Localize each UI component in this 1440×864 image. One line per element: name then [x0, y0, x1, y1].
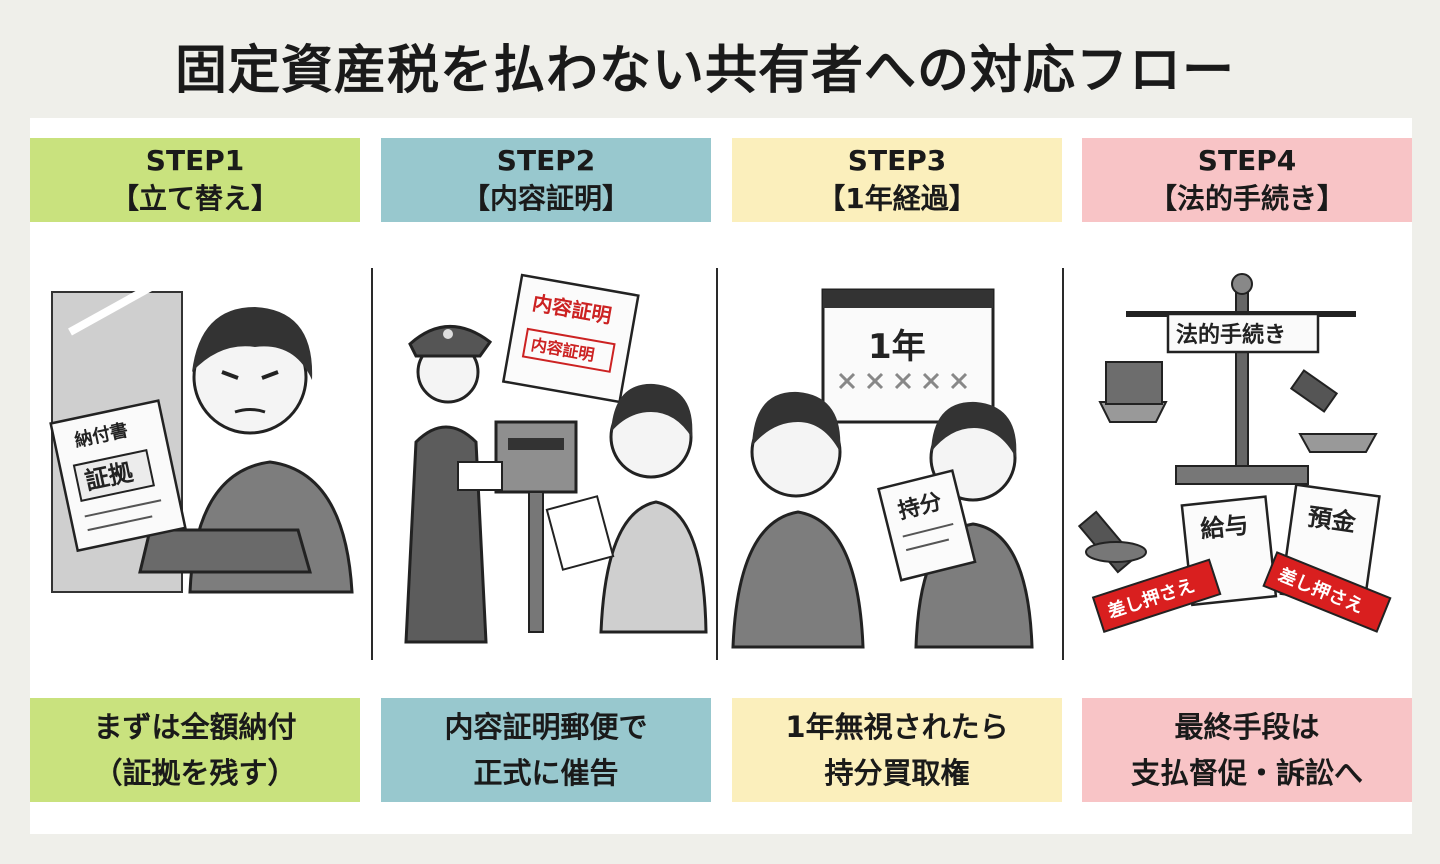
step2-number: STEP2 — [496, 144, 596, 177]
step3-name: 【1年経過】 — [817, 182, 977, 215]
step1-name: 【立て替え】 — [110, 182, 279, 215]
step3-caption-line2: 持分買取権 — [824, 756, 970, 790]
step2-caption: 内容証明郵便で 正式に催告 — [381, 698, 711, 802]
step2-name: 【内容証明】 — [461, 182, 630, 215]
step2-caption-line2: 正式に催告 — [473, 756, 619, 790]
step2-caption-line1: 内容証明郵便で — [444, 710, 648, 744]
step4-caption: 最終手段は 支払督促・訴訟へ — [1082, 698, 1412, 802]
step4-header: STEP4 【法的手続き】 — [1082, 138, 1412, 222]
step4-illustration: 法的手続き 給与 預金 差し押さえ 差し押さえ — [1077, 273, 1392, 633]
step1-caption-line2: （証拠を残す） — [93, 756, 297, 790]
step4-name: 【法的手続き】 — [1148, 182, 1345, 215]
step1-caption: まずは全額納付 （証拠を残す） — [30, 698, 360, 802]
step2-header: STEP2 【内容証明】 — [381, 138, 711, 222]
sign-label: 法的手続き — [1176, 322, 1286, 348]
divider — [716, 268, 718, 660]
step3-illustration: 1年 持分 — [731, 288, 1034, 649]
step3-caption-line1: 1年無視されたら — [785, 710, 1009, 744]
page-title: 固定資産税を払わない共有者への対応フロー — [174, 41, 1235, 101]
step1-header: STEP1 【立て替え】 — [30, 138, 360, 222]
calendar-label: 1年 — [868, 327, 926, 367]
step3-caption: 1年無視されたら 持分買取権 — [732, 698, 1062, 802]
step4-caption-line2: 支払督促・訴訟へ — [1130, 756, 1363, 790]
step4-number: STEP4 — [1197, 144, 1297, 177]
step1-caption-line1: まずは全額納付 — [93, 710, 297, 744]
step4-caption-line1: 最終手段は — [1174, 710, 1320, 744]
doc2-label: 預金 — [1306, 503, 1358, 538]
step2-illustration: 内容証明 内容証明 — [404, 273, 708, 644]
doc1-label: 給与 — [1199, 511, 1250, 544]
divider — [371, 268, 373, 660]
step1-number: STEP1 — [145, 144, 245, 177]
step1-illustration: 納付書 証拠 — [49, 278, 354, 594]
step3-header: STEP3 【1年経過】 — [732, 138, 1062, 222]
divider — [1062, 268, 1064, 660]
step3-number: STEP3 — [847, 144, 947, 177]
